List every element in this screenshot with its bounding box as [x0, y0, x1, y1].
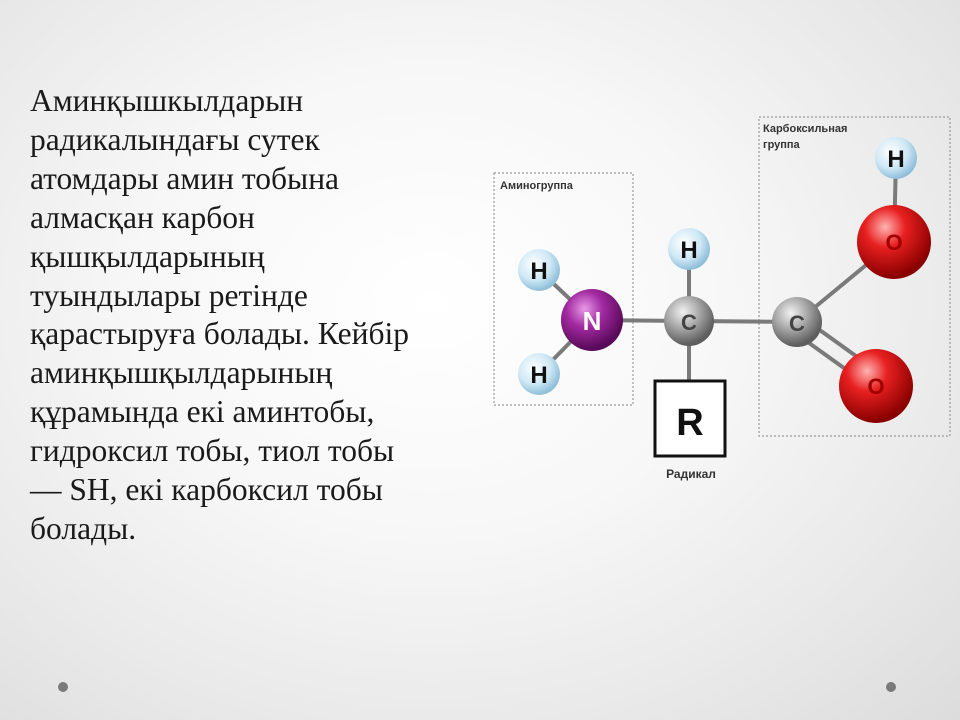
atom-nitrogen: N	[561, 289, 623, 351]
atom-h-alpha: H	[668, 228, 710, 270]
atom-h-top-left: H	[518, 249, 560, 291]
text-line: радикалындағы сутек	[30, 121, 320, 157]
svg-text:C: C	[789, 311, 805, 336]
svg-text:H: H	[530, 258, 547, 285]
atom-c-carboxyl: C	[772, 297, 822, 347]
text-line: Аминқышкылдарын	[30, 83, 304, 118]
svg-text:N: N	[583, 306, 602, 336]
text-line: құрамында екі аминтобы,	[30, 394, 375, 430]
text-line: туындылары ретінде	[30, 277, 308, 313]
amino-group-label: Аминогруппа	[500, 180, 574, 192]
text-line: қышқылдарының	[30, 238, 265, 274]
slide-text: Аминқышкылдарын радикалындағы сутек атом…	[30, 82, 490, 549]
svg-text:H: H	[680, 237, 697, 264]
svg-text:O: O	[885, 230, 902, 255]
bonds	[537, 156, 898, 388]
svg-text:H: H	[887, 146, 904, 173]
text-line: алмасқан карбон	[30, 199, 255, 235]
carboxyl-group-label-1: Карбоксильная	[763, 123, 847, 135]
svg-text:O: O	[867, 374, 884, 399]
radical-box	[653, 379, 727, 458]
atom-h-hydroxyl: H	[875, 137, 917, 179]
atom-o-carbonyl: O	[839, 349, 913, 423]
carboxyl-group-box	[758, 116, 951, 437]
atom-h-bottom-left: H	[518, 353, 560, 395]
text-line: болады.	[30, 510, 137, 546]
text-line: — SH, екі карбоксил тобы	[30, 472, 383, 508]
text-line: атомдары амин тобына	[30, 160, 340, 196]
radical-symbol: R	[676, 402, 703, 444]
decorative-dot-left	[58, 682, 68, 692]
atom-c-alpha: C	[664, 296, 714, 346]
svg-text:C: C	[681, 310, 697, 335]
text-line: гидроксил тобы, тиол тобы	[30, 433, 395, 469]
text-line: қарастыруға болады. Кейбір	[30, 316, 409, 352]
carboxyl-group-label-2: группа	[763, 139, 801, 151]
atom-o-hydroxyl: O	[857, 205, 931, 279]
text-line: аминқышқылдарының	[30, 355, 333, 391]
radical-label: Радикал	[666, 467, 716, 481]
amino-group-box	[493, 172, 634, 406]
svg-text:H: H	[530, 362, 547, 389]
decorative-dot-right	[886, 682, 896, 692]
